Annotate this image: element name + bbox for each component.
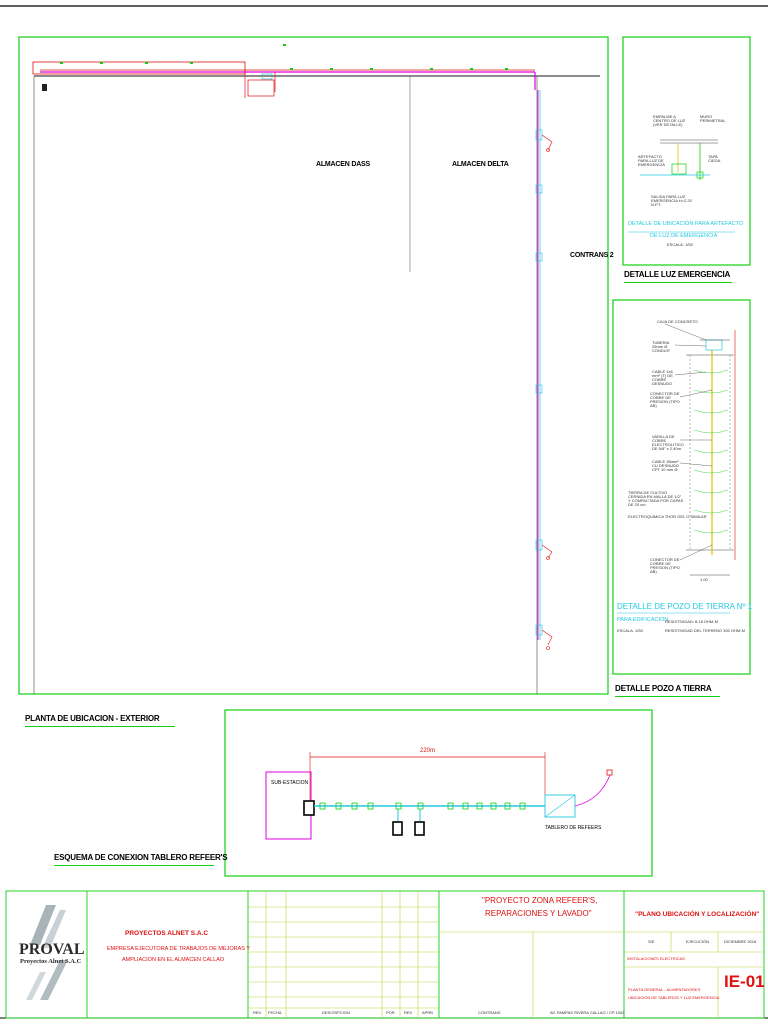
rev-header-by: POR	[386, 1010, 395, 1015]
company-logo	[13, 905, 75, 1005]
ground-note-9: CONECTOR DE COBRE DE PRESION (TIPO AB)	[650, 557, 680, 574]
ground-note-7: TIERRA DE CULTIVO CERNIDA EN MALLA DE 1/…	[628, 490, 684, 507]
client-name: CONTRANS	[478, 1010, 501, 1015]
emergency-note-1: EMPALME A CENTRO DE LUZ (VER DETALLE)	[653, 114, 686, 127]
ground-scale: ESCALA: 1/50	[617, 628, 643, 633]
rev-header-approved: APRB	[422, 1010, 433, 1015]
ground-resistance-a: RESISTIVIDAD: 8.18 OHM-M	[665, 619, 718, 624]
room-label-dass: ALMACEN DASS	[316, 161, 370, 168]
ground-subheading: PARA EDIFICACION	[617, 617, 669, 623]
logo-name: PROVAL	[19, 941, 85, 958]
ground-width-label: 1.00	[700, 577, 708, 582]
scale-code: S/E	[648, 939, 655, 944]
ground-heading: DETALLE DE POZO DE TIERRA Nº 1	[617, 602, 753, 611]
feeder-distance: 220m	[420, 748, 436, 754]
ground-note-3: CABLE 1x6 mm² (T) DE COBRE DESNUDO	[652, 369, 673, 386]
content-line-1: PLANTA GENERAL - ALIMENTADORES	[628, 987, 701, 992]
emergency-detail-title: DETALLE LUZ EMERGENCIA	[624, 270, 731, 279]
rev-header-desc: DESCRIPCION	[322, 1010, 350, 1015]
plan-view-title: PLANTA DE UBICACION - EXTERIOR	[25, 714, 160, 723]
ground-title-underline	[615, 696, 720, 697]
rev-header-rev: REV	[253, 1010, 262, 1015]
emergency-caption-2: DE LUZ DE EMERGENCIA	[650, 233, 718, 239]
logo-subtitle: Proyectos Alnet S.A.C	[20, 958, 82, 965]
substation-label: SUB-ESTACION	[271, 780, 309, 786]
emergency-note-4: TAPA CIEGA	[708, 154, 721, 163]
issue-date: DICIEMBRE 2018	[724, 939, 757, 944]
company-name: PROYECTOS ALNET S.A.C	[125, 930, 209, 937]
emergency-note-3: ARTEFACTO PARA LUZ DE EMERGENCIA	[638, 154, 665, 167]
plan-name: "PLANO UBICACIÓN Y LOCALIZACIÓN"	[635, 911, 760, 918]
rev-header-date: FECHA	[268, 1010, 282, 1015]
board-label: TABLERO DE REFEERS	[545, 825, 602, 831]
schematic-title: ESQUEMA DE CONEXION TABLERO REFEER'S	[54, 853, 228, 862]
emergency-title-underline	[624, 282, 732, 283]
ground-note-1: CAJA DE CONCRETO	[657, 319, 698, 324]
emergency-caption-1: DETALLE DE UBICACIÓN PARA ARTEFACTO	[628, 221, 744, 227]
emergency-note-2: MURO PERIMETRAL	[700, 114, 726, 123]
ground-note-6: CABLE 35mm² CU DESNUDO CPT 10 mm Ø	[652, 459, 679, 472]
schematic-title-underline	[54, 865, 214, 866]
ground-note-4: CONECTOR DE COBRE DE PRESION (TIPO AB)	[650, 391, 680, 408]
project-title-1: "PROYECTO ZONA REFEER'S,	[482, 896, 598, 905]
ground-note-5: VARILLA DE COBRE ELECTROLITICO DE 5/8" x…	[652, 434, 684, 451]
discipline: INSTALACIONES ELECTRICAS	[627, 956, 685, 961]
stage: EJECUCIÓN	[686, 939, 710, 944]
plan-title-underline	[25, 726, 175, 727]
company-desc-2: AMPLIACION EN EL ALMACEN CALLAO	[122, 957, 225, 963]
ground-resistance-b: RESISTIVIDAD DEL TERRENO 300 OHM-M	[665, 628, 746, 633]
room-label-delta: ALMACEN DELTA	[452, 161, 509, 168]
emergency-scale: ESCALA: 1/50	[667, 242, 693, 247]
sheet-code: IE-01	[724, 972, 765, 991]
company-desc-1: EMPRESA EJECUTORA DE TRABAJOS DE MEJORAS…	[107, 946, 251, 952]
rev-header-rev2: REV	[404, 1010, 413, 1015]
content-line-2: UBICACION DE TABLEROS Y LUZ EMERGENCIA	[628, 995, 720, 1000]
project-title-2: REPARACIONES Y LAVADO"	[485, 909, 592, 918]
ground-note-2: TUBERIA 25mm Ø CONDUIT	[652, 340, 671, 353]
ground-detail-title: DETALLE POZO A TIERRA	[615, 684, 712, 693]
room-label-contrans: CONTRANS 2	[570, 252, 614, 259]
plan-frame	[18, 36, 609, 695]
ground-note-8: ELECTROQUIMICA THOR GEL O SIMILAR	[628, 514, 707, 519]
emergency-note-5: SALIDA PARA LUZ EMERGENCIA H=2.20 N.P.T.	[651, 194, 692, 207]
client-address: AV. PAMPAS RIVERA CALLAO / CP 1002	[550, 1010, 625, 1015]
